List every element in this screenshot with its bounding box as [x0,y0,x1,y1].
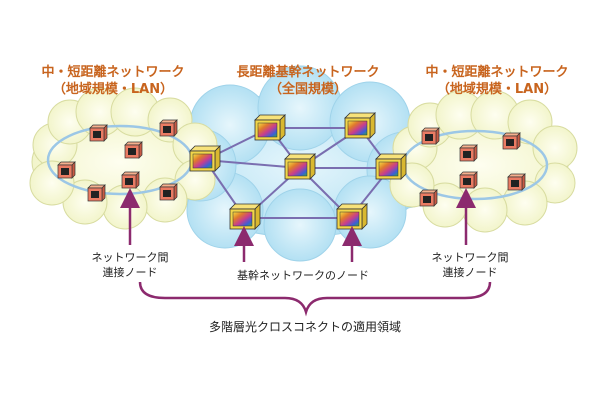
right-gateway-node-label: ネットワーク間 連接ノード [410,250,530,280]
switch-cube-icon [459,144,478,162]
left-title-line2: （地域規模・LAN） [52,82,174,97]
backbone-node-label: 基幹ネットワークのノード [237,269,369,282]
switch-cube-icon [419,189,438,207]
switch-cube-icon [87,184,106,202]
range-brace [138,281,492,317]
right-regional-cloud [389,90,578,233]
switch-cube-icon [502,132,521,150]
rainbow-switch-cube-icon [189,145,221,172]
right-node-line2: 連接ノード [442,266,498,279]
right-regional-nodes [419,127,526,207]
switch-cube-icon [121,171,140,189]
backbone-title-line2: （全国規模） [268,82,347,97]
application-area-label: 多階層光クロスコネクトの適用領域 [208,320,401,334]
switch-cube-icon [57,161,76,179]
left-node-line1: ネットワーク間 [91,251,169,264]
left-gateway-node-label: ネットワーク間 連接ノード [70,250,190,280]
switch-cube-icon [459,171,478,189]
right-title-line2: （地域規模・LAN） [436,82,558,97]
right-network-title: 中・短距離ネットワーク （地域規模・LAN） [412,64,582,98]
switch-cube-icon [421,127,440,145]
rainbow-switch-cube-icon [375,153,407,180]
rainbow-switch-cube-icon [254,114,286,141]
switch-cube-icon [507,173,526,191]
backbone-title-line1: 長距離基幹ネットワーク [236,65,380,80]
backbone-title: 長距離基幹ネットワーク （全国規模） [218,64,398,98]
switch-cube-icon [124,141,143,159]
left-network-title: 中・短距離ネットワーク （地域規模・LAN） [28,64,198,98]
rainbow-switch-cube-icon [229,203,261,230]
right-node-line1: ネットワーク間 [431,251,509,264]
left-title-line1: 中・短距離ネットワーク [41,65,185,80]
switch-cube-icon [89,124,108,142]
right-title-line1: 中・短距離ネットワーク [425,65,569,80]
rainbow-switch-cube-icon [344,112,376,139]
switch-cube-icon [159,183,178,201]
rainbow-switch-cube-icon [336,203,368,230]
left-node-line2: 連接ノード [102,266,158,279]
pointer-arrows [120,188,476,262]
backbone-nodes [189,112,407,230]
left-regional-nodes [57,119,178,202]
rainbow-switch-cube-icon [284,153,316,180]
switch-cube-icon [159,119,178,137]
